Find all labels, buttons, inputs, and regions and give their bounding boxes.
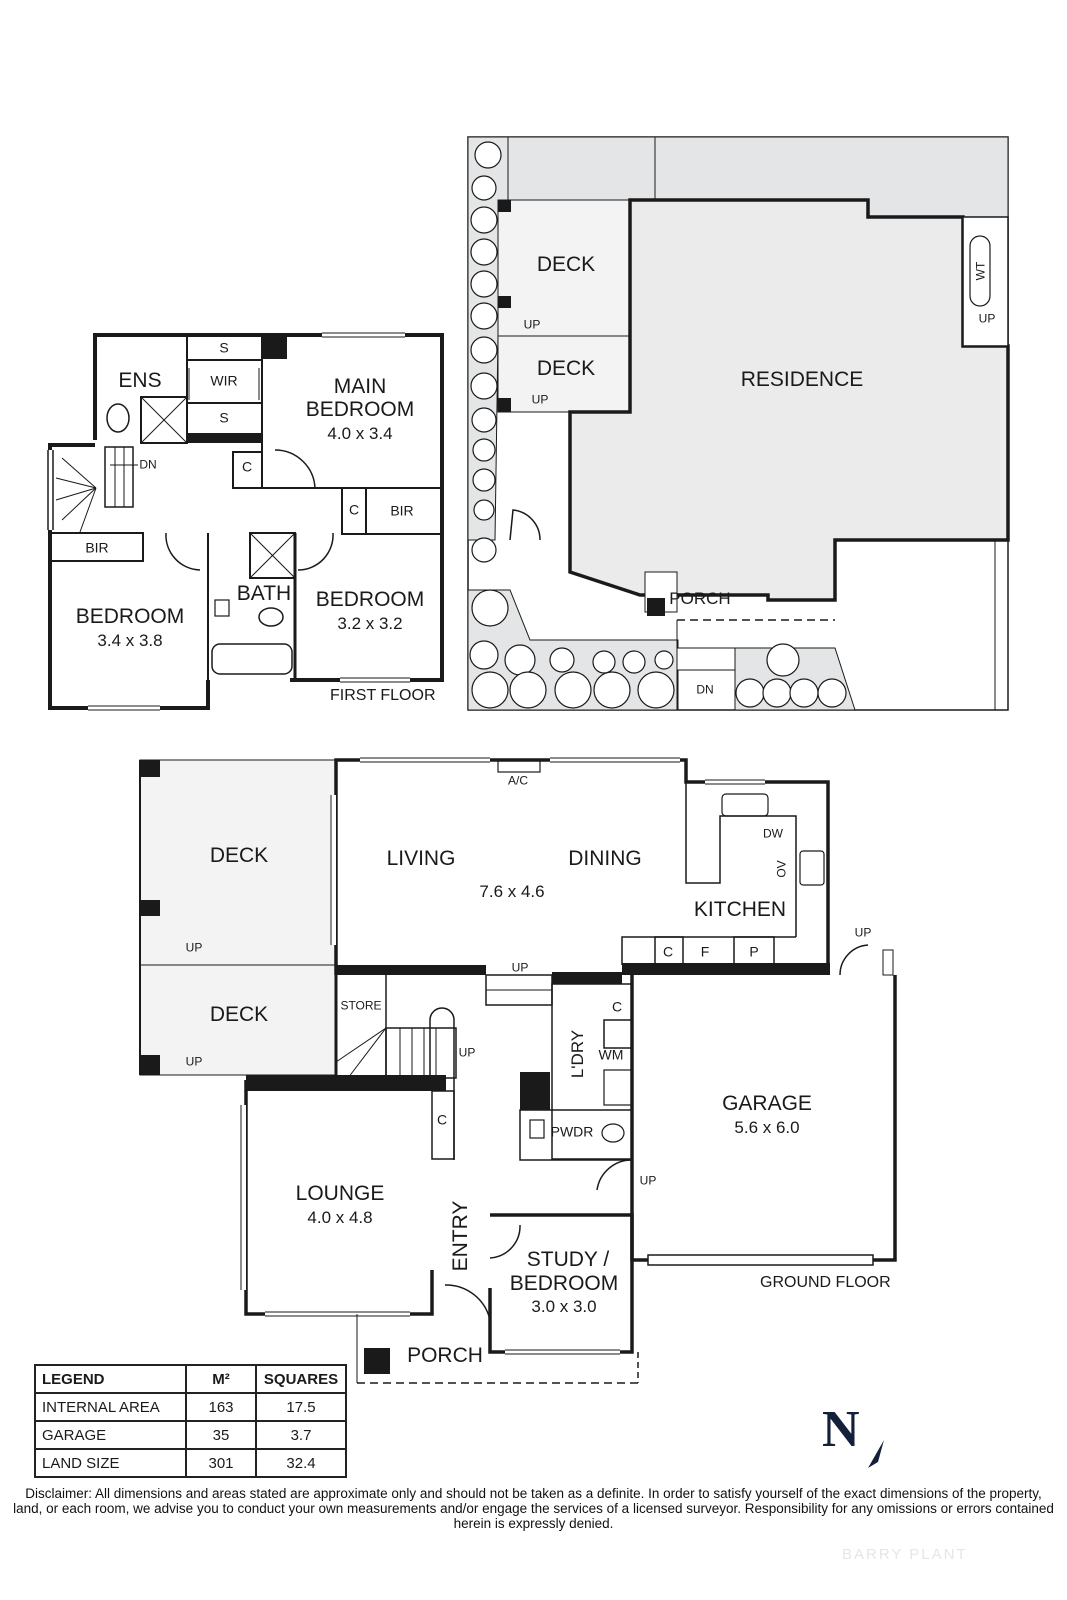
garage-door-up-label: UP — [854, 925, 872, 940]
room-label-deck-top: DECK — [209, 843, 269, 867]
room-label-deck-bottom: DECK — [209, 1002, 269, 1026]
room-label-closet-hall: C — [241, 458, 253, 475]
site-label-deck-bottom: DECK — [536, 356, 596, 380]
floor-title-ground: GROUND FLOOR — [760, 1274, 891, 1291]
room-label-entry: ENTRY — [448, 1200, 472, 1272]
compass-arrow-icon — [868, 1440, 884, 1468]
room-dim-study: 3.0 x 3.0 — [531, 1297, 597, 1317]
site-label-up-1: UP — [523, 317, 541, 332]
legend-row-squares: 32.4 — [255, 1448, 347, 1478]
room-label-laundry: L'DRY — [568, 1029, 588, 1079]
room-label-study-line1: STUDY / — [526, 1247, 610, 1271]
room-label-ens: ENS — [118, 368, 162, 392]
laundry-cupboard-label: C — [611, 998, 623, 1015]
legend-header-row: LEGEND M² SQUARES — [34, 1364, 347, 1394]
site-plan — [467, 136, 1010, 711]
legend-row-label: INTERNAL AREA — [34, 1392, 187, 1422]
oven-label: OV — [774, 860, 789, 878]
dishwasher-label: DW — [763, 826, 783, 841]
stairs-up-label: UP — [458, 1045, 476, 1060]
legend-header-label: LEGEND — [34, 1364, 187, 1394]
site-label-water-tank: WT — [973, 261, 988, 281]
room-label-dining: DINING — [568, 846, 642, 870]
kitchen-pantry-label: P — [749, 943, 759, 960]
room-label-shelf-bottom: S — [219, 409, 229, 426]
garage-up-label: UP — [639, 1173, 657, 1188]
legend-row-squares: 17.5 — [255, 1392, 347, 1422]
kitchen-fridge-label: F — [700, 943, 710, 960]
legend-row: LAND SIZE 301 32.4 — [34, 1448, 347, 1478]
room-label-bir-left: BIR — [85, 539, 109, 556]
tree-icons — [469, 141, 847, 709]
legend-row: INTERNAL AREA 163 17.5 — [34, 1392, 347, 1422]
floor-title-first: FIRST FLOOR — [330, 687, 436, 704]
compass-north-icon: N — [822, 1401, 860, 1458]
room-dim-main-bedroom: 4.0 x 3.4 — [327, 424, 393, 444]
room-label-lounge: LOUNGE — [295, 1181, 385, 1205]
legend-header-squares: SQUARES — [255, 1364, 347, 1394]
site-label-dn: DN — [696, 682, 714, 697]
room-label-bath: BATH — [236, 581, 292, 605]
room-label-garage: GARAGE — [722, 1091, 812, 1115]
lounge-closet-label: C — [436, 1111, 448, 1128]
site-label-residence: RESIDENCE — [740, 367, 864, 391]
room-label-porch: PORCH — [407, 1343, 483, 1367]
deck-up-label-2: UP — [185, 1054, 203, 1069]
legend-header-m2: M² — [185, 1364, 257, 1394]
room-label-closet-bir: C — [348, 501, 360, 518]
site-label-deck-top: DECK — [536, 252, 596, 276]
site-label-up-2: UP — [531, 392, 549, 407]
room-label-shelf-top: S — [219, 339, 229, 356]
room-label-wir: WIR — [210, 372, 238, 389]
site-label-up-right: UP — [978, 311, 996, 326]
room-dim-bedroom-right: 3.2 x 3.2 — [337, 614, 403, 634]
legend-row-m2: 163 — [185, 1392, 257, 1422]
brand-watermark: BARRY PLANT — [842, 1546, 968, 1563]
ac-label: A/C — [507, 773, 529, 788]
legend-row-squares: 3.7 — [255, 1420, 347, 1450]
room-label-bedroom-left: BEDROOM — [75, 604, 185, 628]
washing-machine-label: WM — [598, 1046, 624, 1063]
room-label-bir-right: BIR — [390, 502, 414, 519]
site-label-porch: PORCH — [669, 589, 731, 609]
room-label-main-bedroom-line1: MAIN — [333, 374, 387, 398]
room-dim-bedroom-left: 3.4 x 3.8 — [97, 631, 163, 651]
room-dim-garage: 5.6 x 6.0 — [734, 1118, 800, 1138]
room-label-store: STORE — [340, 998, 382, 1013]
legend-row-label: LAND SIZE — [34, 1448, 187, 1478]
stairs-down-label: DN — [139, 457, 157, 472]
legend-row: GARAGE 35 3.7 — [34, 1420, 347, 1450]
legend-row-label: GARAGE — [34, 1420, 187, 1450]
room-dim-lounge: 4.0 x 4.8 — [307, 1208, 373, 1228]
kitchen-cupboard-label: C — [662, 943, 674, 960]
room-label-main-bedroom-line2: BEDROOM — [305, 397, 415, 421]
room-label-study-line2: BEDROOM — [509, 1271, 619, 1295]
ground-floor-plan — [139, 757, 897, 1384]
room-label-powder: PWDR — [550, 1123, 594, 1140]
area-legend-table: LEGEND M² SQUARES INTERNAL AREA 163 17.5… — [34, 1364, 347, 1478]
first-floor-plan — [47, 332, 444, 711]
legend-row-m2: 301 — [185, 1448, 257, 1478]
deck-up-label-1: UP — [185, 940, 203, 955]
room-label-living: LIVING — [386, 846, 456, 870]
legend-row-m2: 35 — [185, 1420, 257, 1450]
disclaimer-text: Disclaimer: All dimensions and areas sta… — [13, 1486, 1054, 1531]
room-label-kitchen: KITCHEN — [693, 897, 787, 921]
hall-up-label: UP — [511, 960, 529, 975]
room-label-bedroom-right: BEDROOM — [315, 587, 425, 611]
room-dim-living-dining: 7.6 x 4.6 — [479, 882, 545, 902]
